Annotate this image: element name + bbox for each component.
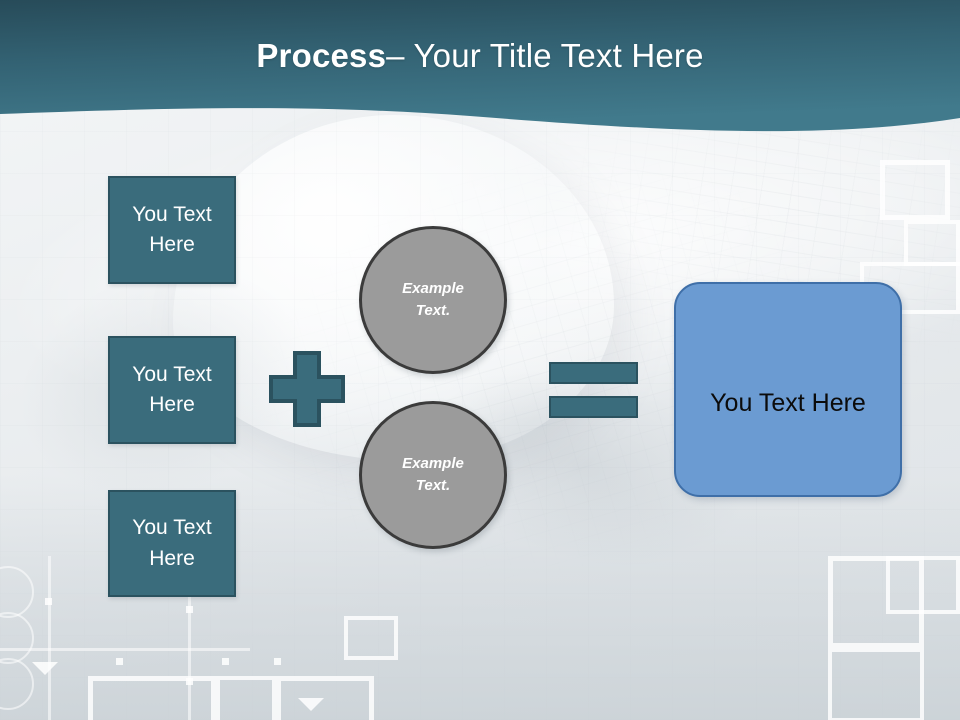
- example-circle-2-line2: Text.: [415, 477, 451, 494]
- slide-header: Process – Your Title Text Here: [0, 0, 960, 146]
- background-plan-dot-5: [222, 658, 229, 665]
- example-circle-2[interactable]: Example Text.: [359, 401, 507, 549]
- example-circle-1[interactable]: Example Text.: [359, 226, 507, 374]
- background-floorplan-2: [216, 676, 276, 720]
- example-circle-1-line2: Text.: [415, 302, 451, 319]
- input-box-3[interactable]: You Text Here: [108, 490, 236, 597]
- input-box-2[interactable]: You Text Here: [108, 336, 236, 444]
- background-plan-dot-2: [186, 606, 193, 613]
- plus-operator: [268, 350, 346, 428]
- input-box-2-label: You Text Here: [132, 362, 212, 416]
- background-floorplan-9: [904, 220, 960, 266]
- background-plan-dot-4: [116, 658, 123, 665]
- input-box-3-label: You Text Here: [132, 516, 212, 570]
- page-title: Process – Your Title Text Here: [0, 0, 960, 112]
- equals-operator: [549, 362, 639, 418]
- background-floorplan-3: [276, 676, 374, 720]
- input-box-1[interactable]: You Text Here: [108, 176, 236, 284]
- background-floorplan-1: [88, 676, 216, 720]
- result-box[interactable]: You Text Here: [674, 282, 902, 497]
- background-plan-dot-6: [274, 658, 281, 665]
- background-plan-line-1: [0, 648, 250, 651]
- page-title-rest: – Your Title Text Here: [386, 37, 704, 74]
- equals-bar-top: [549, 362, 638, 384]
- background-plan-arrow-2: [298, 698, 324, 711]
- background-floorplan-4: [828, 556, 924, 648]
- background-plan-line-2: [48, 556, 51, 720]
- background-plan-dot-3: [186, 678, 193, 685]
- page-title-strong: Process: [256, 37, 387, 74]
- plus-icon: [269, 351, 345, 427]
- example-circle-2-line1: Example: [402, 454, 464, 472]
- result-box-label: You Text Here: [710, 389, 866, 417]
- header-wave-shape: [0, 0, 960, 132]
- background-floorplan-5: [828, 648, 924, 720]
- input-box-1-label: You Text Here: [132, 202, 212, 256]
- background-plan-dot-1: [45, 598, 52, 605]
- example-circle-2-label: Example Text.: [402, 453, 464, 498]
- equals-bar-bottom: [549, 396, 638, 418]
- example-circle-1-label: Example Text.: [402, 278, 464, 323]
- example-circle-1-line1: Example: [402, 279, 464, 297]
- background-plan-line-3: [188, 540, 191, 720]
- background-floorplan-7: [344, 616, 398, 660]
- background-floorplan-8: [880, 160, 950, 220]
- background-floorplan-6: [886, 556, 960, 614]
- background-plan-arrow-1: [32, 662, 58, 675]
